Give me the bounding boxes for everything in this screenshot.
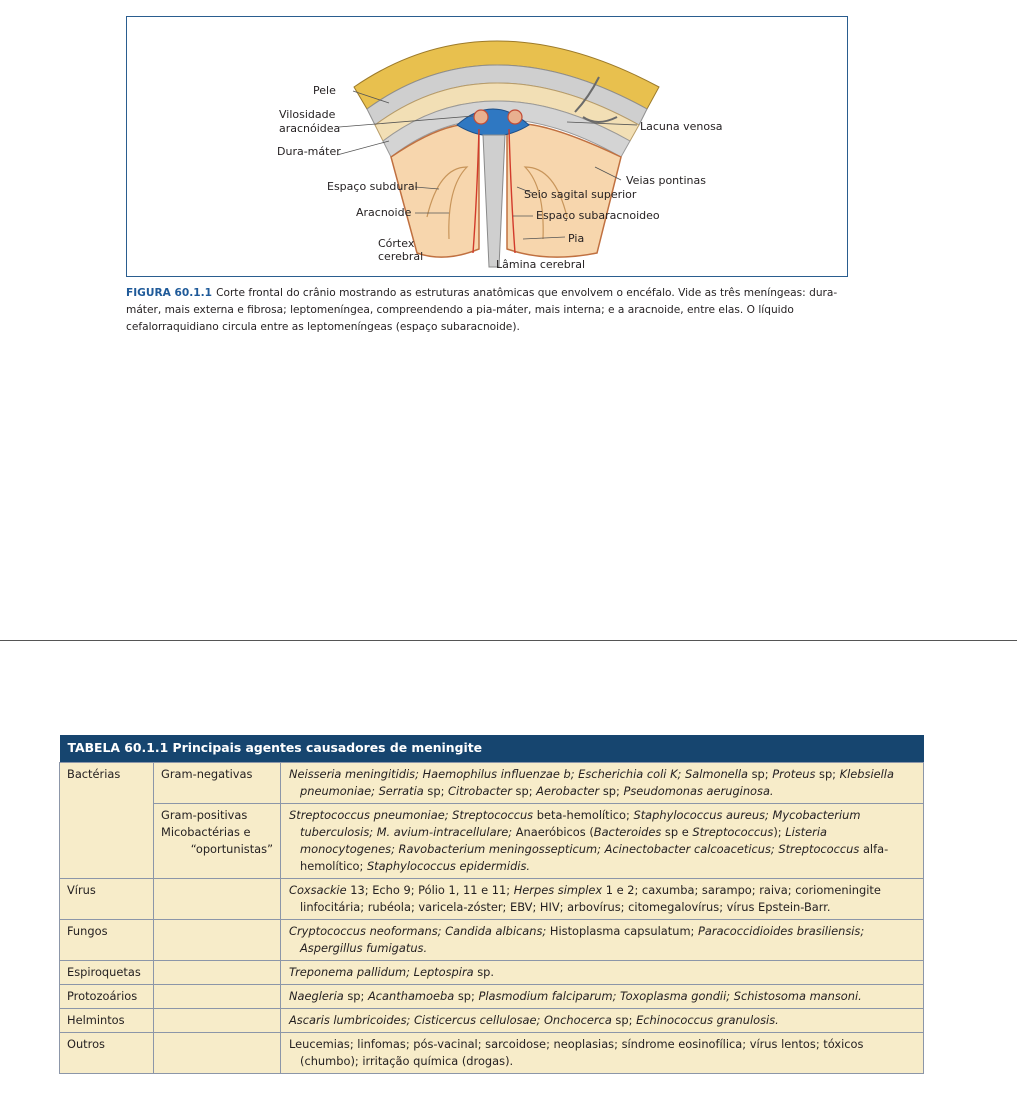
label-pia: Pia bbox=[568, 232, 584, 245]
row-subgroup bbox=[154, 1033, 281, 1074]
label-lamina-cerebral: Lâmina cerebral bbox=[496, 258, 585, 271]
agent-text: sp; bbox=[815, 767, 839, 781]
label-espaco-subaracnoideo: Espaço subaracnoideo bbox=[536, 209, 660, 222]
table-row: Bactérias Gram-negativas Neisseria menin… bbox=[60, 763, 924, 804]
label-aracnoide: Aracnoide bbox=[356, 206, 412, 219]
agent-text: Cryptococcus neoformans; Candida albican… bbox=[289, 924, 546, 938]
row-subgroup bbox=[154, 879, 281, 920]
row-agents: Leucemias; linfomas; pós-vacinal; sarcoi… bbox=[281, 1033, 924, 1074]
page-divider bbox=[0, 640, 1017, 641]
row-agents: Neisseria meningitidis; Haemophilus infl… bbox=[281, 763, 924, 804]
agent-text: ); bbox=[773, 825, 785, 839]
row-subgroup bbox=[154, 985, 281, 1009]
label-cortex: Córtex bbox=[378, 237, 415, 250]
agent-text: sp. bbox=[474, 965, 494, 979]
agent-text: sp; bbox=[512, 784, 536, 798]
agent-text: sp; bbox=[424, 784, 448, 798]
agent-text: sp; bbox=[748, 767, 772, 781]
row-group: Outros bbox=[60, 1033, 154, 1074]
falx bbox=[483, 135, 505, 267]
label-seio-sagital: Seio sagital superior bbox=[524, 188, 637, 201]
agent-text: beta-hemolítico; bbox=[533, 808, 633, 822]
row-subgroup bbox=[154, 961, 281, 985]
row-group: Protozoários bbox=[60, 985, 154, 1009]
agent-text: 13; Echo 9; Pólio 1, 11 e 11; bbox=[347, 883, 514, 897]
label-pele: Pele bbox=[313, 84, 336, 97]
row-agents: Treponema pallidum; Leptospira sp. bbox=[281, 961, 924, 985]
agent-text: Bacteroides bbox=[594, 825, 662, 839]
label-vilosidade: Vilosidade bbox=[279, 108, 336, 121]
row-agents: Cryptococcus neoformans; Candida albican… bbox=[281, 920, 924, 961]
agent-text: sp; bbox=[612, 1013, 636, 1027]
agent-text: Neisseria meningitidis; Haemophilus infl… bbox=[289, 767, 748, 781]
agent-text: Citrobacter bbox=[448, 784, 512, 798]
agent-text: Aerobacter bbox=[536, 784, 599, 798]
table-row: Helmintos Ascaris lumbricoides; Cisticer… bbox=[60, 1009, 924, 1033]
agent-text: Echinococcus granulosis. bbox=[636, 1013, 779, 1027]
row-agents: Streptococcus pneumoniae; Streptococcus … bbox=[281, 804, 924, 879]
label-lacuna-venosa: Lacuna venosa bbox=[640, 120, 723, 133]
row-group: Vírus bbox=[60, 879, 154, 920]
agent-text: Plasmodium falciparum; Toxoplasma gondii… bbox=[478, 989, 861, 1003]
arachnoid-villus bbox=[474, 110, 488, 124]
agent-text: Proteus bbox=[772, 767, 815, 781]
row-group: Bactérias bbox=[60, 763, 154, 879]
row-group: Helmintos bbox=[60, 1009, 154, 1033]
row-subgroup: Gram-positivas Micobactérias e “oportuni… bbox=[154, 804, 281, 879]
row-agents: Ascaris lumbricoides; Cisticercus cellul… bbox=[281, 1009, 924, 1033]
subgroup-line-1: Gram-positivas bbox=[161, 808, 247, 822]
agent-text: Ascaris lumbricoides; Cisticercus cellul… bbox=[289, 1013, 612, 1027]
row-group: Espiroquetas bbox=[60, 961, 154, 985]
arachnoid-villus bbox=[508, 110, 522, 124]
meningitis-agents-table: TABELA 60.1.1 Principais agentes causado… bbox=[59, 735, 924, 1074]
meninges-illustration: Pele Vilosidade aracnóidea Dura-máter Es… bbox=[127, 17, 847, 276]
row-agents: Coxsackie 13; Echo 9; Pólio 1, 11 e 11; … bbox=[281, 879, 924, 920]
subgroup-line-3: “oportunistas” bbox=[161, 841, 273, 858]
agent-text: Treponema pallidum; Leptospira bbox=[289, 965, 474, 979]
agent-text: Naegleria bbox=[289, 989, 344, 1003]
table-row: Vírus Coxsackie 13; Echo 9; Pólio 1, 11 … bbox=[60, 879, 924, 920]
agent-text: Anaeróbicos ( bbox=[512, 825, 594, 839]
table-row: Fungos Cryptococcus neoformans; Candida … bbox=[60, 920, 924, 961]
agent-text: Coxsackie bbox=[289, 883, 347, 897]
agent-text: Histoplasma capsulatum; bbox=[546, 924, 698, 938]
agent-text: sp; bbox=[344, 989, 368, 1003]
agent-text: Staphylococcus epidermidis. bbox=[367, 859, 530, 873]
row-group: Fungos bbox=[60, 920, 154, 961]
agent-text: Herpes simplex bbox=[514, 883, 602, 897]
table-row: Protozoários Naegleria sp; Acanthamoeba … bbox=[60, 985, 924, 1009]
caption-text: Corte frontal do crânio mostrando as est… bbox=[126, 287, 837, 333]
caption-label: FIGURA 60.1.1 bbox=[126, 287, 212, 299]
row-agents: Naegleria sp; Acanthamoeba sp; Plasmodiu… bbox=[281, 985, 924, 1009]
row-subgroup: Gram-negativas bbox=[154, 763, 281, 804]
agent-text: Streptococcus pneumoniae; Streptococcus bbox=[289, 808, 533, 822]
table-title: TABELA 60.1.1 Principais agentes causado… bbox=[60, 735, 924, 763]
table-row: Espiroquetas Treponema pallidum; Leptosp… bbox=[60, 961, 924, 985]
table-title-row: TABELA 60.1.1 Principais agentes causado… bbox=[60, 735, 924, 763]
label-espaco-subdural: Espaço subdural bbox=[327, 180, 418, 193]
label-cerebral: cerebral bbox=[378, 250, 423, 263]
agent-text: Pseudomonas aeruginosa. bbox=[624, 784, 774, 798]
label-veias-pontinas: Veias pontinas bbox=[626, 174, 706, 187]
row-subgroup bbox=[154, 1009, 281, 1033]
row-subgroup bbox=[154, 920, 281, 961]
label-aracnoidea: aracnóidea bbox=[279, 122, 340, 135]
figure-frame: Pele Vilosidade aracnóidea Dura-máter Es… bbox=[126, 16, 848, 277]
subgroup-line-2: Micobactérias e bbox=[161, 825, 251, 839]
agent-text: sp; bbox=[599, 784, 623, 798]
table-row: Outros Leucemias; linfomas; pós-vacinal;… bbox=[60, 1033, 924, 1074]
table-row: Gram-positivas Micobactérias e “oportuni… bbox=[60, 804, 924, 879]
agent-text: Leucemias; linfomas; pós-vacinal; sarcoi… bbox=[289, 1037, 863, 1068]
label-dura-mater: Dura-máter bbox=[277, 145, 341, 158]
agent-text: Streptococcus bbox=[692, 825, 773, 839]
agent-text: Acanthamoeba bbox=[368, 989, 454, 1003]
agent-text: sp; bbox=[454, 989, 478, 1003]
agent-text: sp e bbox=[661, 825, 692, 839]
